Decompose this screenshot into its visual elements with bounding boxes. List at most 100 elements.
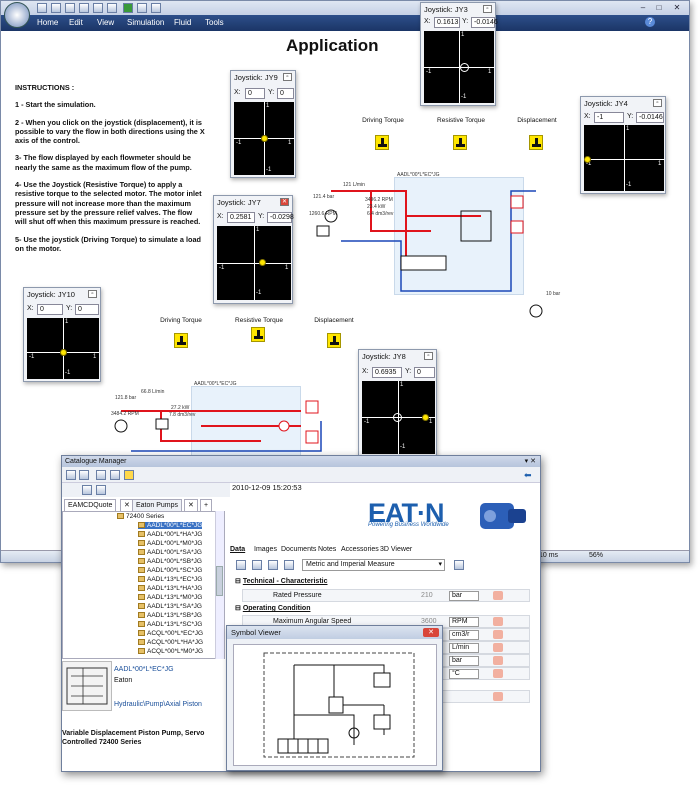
sort-icon[interactable] <box>236 560 246 570</box>
save-icon[interactable] <box>65 3 75 13</box>
resistive-torque-joystick-icon-top[interactable] <box>453 135 467 150</box>
tree-item[interactable]: AADL*13*L*SB*JG <box>138 612 202 619</box>
redo-icon[interactable] <box>107 3 117 13</box>
home-icon[interactable] <box>79 470 89 480</box>
menu-view[interactable]: View <box>97 18 115 27</box>
menu-home[interactable]: Home <box>37 18 59 27</box>
print-catalogue-icon[interactable] <box>82 485 92 495</box>
joystick-jy3-pad[interactable]: 1 -1 1 -1 <box>424 31 494 103</box>
section-technical[interactable]: ⊟ Technical - Characteristic <box>235 578 328 585</box>
tab-eaton-pumps[interactable]: Eaton Pumps <box>132 499 183 511</box>
displacement-joystick-icon-top[interactable] <box>529 135 543 150</box>
help-icon[interactable]: ? <box>645 17 655 27</box>
export-icon[interactable] <box>96 485 106 495</box>
tree-item[interactable]: AADL*13*L*SA*JG <box>138 603 202 610</box>
tree-item[interactable]: AADL*00*L*M0*JG <box>138 540 202 547</box>
driving-torque-joystick-icon-top[interactable] <box>375 135 389 150</box>
lock-icon[interactable] <box>124 470 134 480</box>
tree-item[interactable]: AADL*00*L*SC*JG <box>138 567 202 574</box>
tab-3d-viewer[interactable]: 3D Viewer <box>380 546 413 553</box>
joystick-jy10-pad[interactable]: 1 -1 1 -1 <box>27 318 99 379</box>
tab-documents[interactable]: Documents <box>281 546 317 553</box>
menu-fluid[interactable]: Fluid <box>174 18 192 27</box>
tree-item[interactable]: ACQL*00*L*M0*JG <box>138 648 203 655</box>
tag-icon[interactable] <box>493 617 503 626</box>
tools-icon[interactable] <box>96 470 106 480</box>
joystick-jy7-handle[interactable] <box>259 259 266 266</box>
tab-add[interactable]: + <box>200 499 213 511</box>
search-icon[interactable] <box>110 470 120 480</box>
tree-item[interactable]: ACQL*00*L*EC*JG <box>138 630 203 637</box>
tag-icon[interactable] <box>493 692 503 701</box>
joystick-jy3[interactable]: Joystick: JY3 ▫ X: 0.1613 Y: -0.0146 1 -… <box>420 2 498 106</box>
stop-icon[interactable] <box>151 3 161 13</box>
new-icon[interactable] <box>37 3 47 13</box>
tree-item[interactable]: AADL*13*L*M0*JG <box>138 594 202 601</box>
menu-edit[interactable]: Edit <box>69 18 83 27</box>
tag-icon[interactable] <box>493 669 503 678</box>
tree-folder-72400[interactable]: 72400 Series <box>117 513 164 520</box>
tab-data[interactable]: Data <box>230 546 246 553</box>
refresh-icon[interactable] <box>284 560 294 570</box>
joystick-jy9-handle[interactable] <box>261 135 268 142</box>
product-category-path[interactable]: Hydraulic\Pump\Axial Piston <box>114 701 202 708</box>
joystick-jy4[interactable]: Joystick: JY4 ▫ X: -1 Y: -0.0146 1 -1 1 … <box>580 96 666 194</box>
minimize-button[interactable]: – <box>640 3 646 12</box>
joystick-jy9-pad[interactable]: 1 -1 1 -1 <box>234 102 294 175</box>
open-icon[interactable] <box>51 3 61 13</box>
joystick-jy8[interactable]: Joystick: JY8 ▫ X: 0.6935 Y: 0 1 -1 1 -1 <box>358 349 437 457</box>
joystick-jy8-handle[interactable] <box>422 414 429 421</box>
tag-icon[interactable] <box>493 656 503 665</box>
joystick-jy7-close-button[interactable]: ✕ <box>280 198 289 206</box>
joystick-jy4-settings-button[interactable]: ▫ <box>653 99 662 107</box>
tree-item-selected[interactable]: AADL*00*L*EC*JG <box>138 522 203 529</box>
section-operating[interactable]: ⊟ Operating Condition <box>235 605 311 612</box>
tab-images[interactable]: Images <box>254 546 277 553</box>
product-name[interactable]: AADL*00*L*EC*JG <box>114 666 174 673</box>
tab-eamcdquote[interactable]: EAMCDQuote <box>64 499 117 511</box>
joystick-jy3-settings-button[interactable]: ▫ <box>483 5 492 13</box>
menu-simulation[interactable]: Simulation <box>127 18 165 27</box>
add-field-icon[interactable] <box>252 560 262 570</box>
tab-accessories[interactable]: Accessories <box>341 546 379 553</box>
tab-close-icon-2[interactable]: ✕ <box>184 499 198 511</box>
joystick-jy7-pad[interactable]: 1 -1 1 -1 <box>217 226 291 300</box>
driving-torque-joystick-icon-bottom[interactable] <box>174 333 188 348</box>
chart-icon[interactable] <box>66 470 76 480</box>
unit-system-select[interactable]: Metric and Imperial Measure ▾ <box>302 559 445 571</box>
tag-icon[interactable] <box>493 591 503 600</box>
run-simulation-icon[interactable] <box>123 3 133 13</box>
pause-icon[interactable] <box>137 3 147 13</box>
menu-tools[interactable]: Tools <box>205 18 224 27</box>
symbol-viewer-close-button[interactable]: ✕ <box>423 628 439 637</box>
row-unit-select[interactable]: RPM <box>449 617 479 627</box>
maximize-button[interactable]: □ <box>656 3 662 12</box>
close-button[interactable]: ✕ <box>673 3 681 12</box>
joystick-jy10[interactable]: Joystick: JY10 ▫ X: 0 Y: 0 1 -1 1 -1 <box>23 287 101 382</box>
tree-item[interactable]: AADL*13*L*HA*JG <box>138 585 202 592</box>
displacement-joystick-icon-bottom[interactable] <box>327 333 341 348</box>
undo-icon[interactable] <box>93 3 103 13</box>
calculator-icon[interactable] <box>454 560 464 570</box>
joystick-jy8-pad[interactable]: 1 -1 1 -1 <box>362 381 435 454</box>
joystick-jy8-settings-button[interactable]: ▫ <box>424 352 433 360</box>
print-icon[interactable] <box>79 3 89 13</box>
resistive-torque-joystick-icon-bottom[interactable] <box>251 327 265 342</box>
tag-icon[interactable] <box>493 630 503 639</box>
row-unit-select[interactable]: bar <box>449 591 479 601</box>
joystick-jy10-settings-button[interactable]: ▫ <box>88 290 97 298</box>
remove-field-icon[interactable] <box>268 560 278 570</box>
tree-item[interactable]: ACQL*00*L*HA*JG <box>138 639 203 646</box>
joystick-jy9[interactable]: Joystick: JY9 ▫ X: 0 Y: 0 1 -1 1 -1 <box>230 70 296 178</box>
app-logo[interactable] <box>4 2 30 28</box>
joystick-jy7[interactable]: Joystick: JY7 ✕ X: 0.2581 Y: -0.0298 1 -… <box>213 195 294 304</box>
joystick-jy9-settings-button[interactable]: ▫ <box>283 73 292 81</box>
joystick-jy10-handle[interactable] <box>60 349 67 356</box>
tree-item[interactable]: AADL*00*L*SA*JG <box>138 549 202 556</box>
joystick-jy4-handle[interactable] <box>584 156 591 163</box>
joystick-jy4-pad[interactable]: 1 -1 1 -1 <box>584 125 664 191</box>
tree-item[interactable]: AADL*00*L*HA*JG <box>138 531 202 538</box>
tree-item[interactable]: AADL*13*L*SC*JG <box>138 621 202 628</box>
joystick-jy3-handle[interactable] <box>460 63 469 72</box>
tree-item[interactable]: AADL*00*L*SB*JG <box>138 558 202 565</box>
